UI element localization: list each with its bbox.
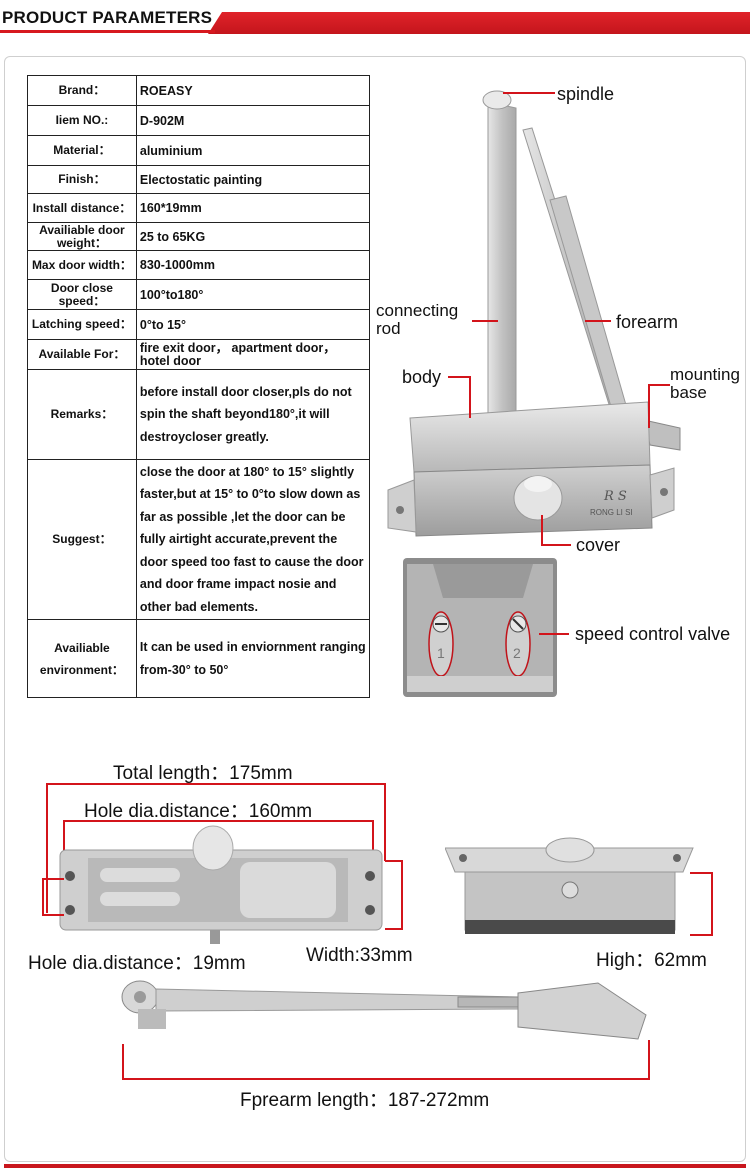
speed-valve-image: 1 2 (403, 558, 557, 697)
body-label: body (402, 367, 442, 387)
door-closer-image: R S RONG LI SI (387, 90, 681, 537)
hole-19-line-top (42, 878, 64, 880)
header-underline (0, 30, 215, 33)
forearm-label: forearm (616, 312, 679, 332)
spindle-label: spindle (557, 84, 615, 104)
forearm-pointer (585, 320, 611, 322)
spec-value: ROEASY (135, 75, 371, 106)
table-row: Max door width：830-1000mm (27, 250, 371, 280)
spec-key: Iiem NO.: (27, 105, 137, 136)
body-pointer-v (469, 376, 471, 418)
logo-text: RONG LI SI (590, 508, 633, 517)
table-row: Brand：ROEASY (27, 75, 371, 106)
table-row: Iiem NO.:D-902M (27, 105, 371, 136)
spec-key: Availiable environment： (27, 619, 137, 698)
cover-pointer-v (541, 515, 543, 545)
width-line-v (401, 860, 403, 930)
spec-value: close the door at 180° to 15° slightly f… (135, 459, 371, 620)
hole-distance-left (63, 820, 65, 878)
spec-value: 25 to 65KG (135, 222, 371, 251)
section-header: PRODUCT PARAMETERS (0, 0, 750, 40)
svg-text:R S: R S (603, 489, 627, 504)
spec-value: Electostatic painting (135, 165, 371, 194)
total-length-text: Total length：175mm (113, 763, 293, 784)
high-line-top (690, 872, 712, 874)
table-row: Finish：Electostatic painting (27, 165, 371, 194)
hole-19-line-v (42, 878, 44, 916)
body-pointer-h (448, 376, 470, 378)
svg-text:2: 2 (513, 645, 521, 661)
table-row: Install distance：160*19mm (27, 193, 371, 223)
forearm-len-right (648, 1040, 650, 1080)
forearm-image (121, 980, 647, 1040)
high-line-bottom (690, 934, 712, 936)
spec-key: Door close speed： (27, 279, 137, 310)
speed-valve-label: speed control valve (575, 624, 731, 644)
spec-key: Finish： (27, 165, 137, 194)
mounting-base-label: mounting base (670, 365, 740, 402)
spec-key: Availiable door weight： (27, 222, 137, 251)
spec-key: Material： (27, 135, 137, 166)
forearm-len-line (122, 1078, 650, 1080)
cover-pointer-h (541, 544, 571, 546)
page-title: PRODUCT PARAMETERS (2, 8, 213, 27)
spec-key: Remarks： (27, 369, 137, 460)
width-line-top (385, 860, 403, 862)
forearm-length-text: Fprearm length：187-272mm (240, 1090, 490, 1111)
width-line-bottom (385, 928, 403, 930)
spec-key: Available For： (27, 339, 137, 370)
width-text: Width:33mm (306, 945, 413, 966)
spec-key: Latching speed： (27, 309, 137, 340)
total-length-line (46, 783, 386, 785)
spec-value: D-902M (135, 105, 371, 136)
hole-distance-text: Hole dia.distance：160mm (84, 801, 313, 822)
spec-value: 160*19mm (135, 193, 371, 223)
table-row: Availiable environment：It can be used in… (27, 619, 371, 698)
table-row: Availiable door weight：25 to 65KG (27, 222, 371, 251)
table-row: Door close speed：100°to180° (27, 279, 371, 310)
forearm-len-left (122, 1044, 124, 1080)
high-text: High：62mm (596, 950, 707, 971)
mounting-base-pointer-v (648, 384, 650, 428)
connecting-rod-pointer (472, 320, 498, 322)
spindle-pointer (503, 92, 555, 94)
top-view-image (59, 825, 383, 944)
spec-value: It can be used in enviornment ranging fr… (135, 619, 371, 698)
connecting-rod-label: connecting rod (376, 301, 459, 338)
hole-19-line-bottom (42, 914, 64, 916)
table-row: Suggest：close the door at 180° to 15° sl… (27, 459, 371, 620)
content-frame (4, 56, 746, 1162)
table-row: Material：aluminium (27, 135, 371, 166)
hole-distance-line (63, 820, 373, 822)
total-length-right (384, 783, 386, 861)
spec-value: before install door closer,pls do not sp… (135, 369, 371, 460)
svg-text:1: 1 (437, 645, 445, 661)
table-row: Available For：fire exit door， apartment … (27, 339, 371, 370)
spec-key: Install distance： (27, 193, 137, 223)
hole-distance-short-text: Hole dia.distance：19mm (28, 953, 246, 974)
table-row: Latching speed：0°to 15° (27, 309, 371, 340)
spec-key: Max door width： (27, 250, 137, 280)
speed-valve-pointer (539, 633, 569, 635)
spec-value: 0°to 15° (135, 309, 371, 340)
total-length-left (46, 783, 48, 913)
table-row: Remarks：before install door closer,pls d… (27, 369, 371, 460)
cover-label: cover (576, 535, 621, 555)
hole-distance-right (372, 820, 374, 878)
spec-value: 100°to180° (135, 279, 371, 310)
high-line-v (711, 872, 713, 936)
header-red-band (208, 12, 750, 34)
spec-value: aluminium (135, 135, 371, 166)
spec-key: Brand： (27, 75, 137, 106)
mounting-base-pointer-h (648, 384, 670, 386)
bottom-red-bar (4, 1164, 746, 1168)
side-view-image (445, 837, 694, 934)
spec-key: Suggest： (27, 459, 137, 620)
spec-value: fire exit door， apartment door， hotel do… (135, 339, 371, 370)
spec-table: Brand：ROEASY Iiem NO.:D-902M Material：al… (27, 75, 371, 698)
spec-value: 830-1000mm (135, 250, 371, 280)
